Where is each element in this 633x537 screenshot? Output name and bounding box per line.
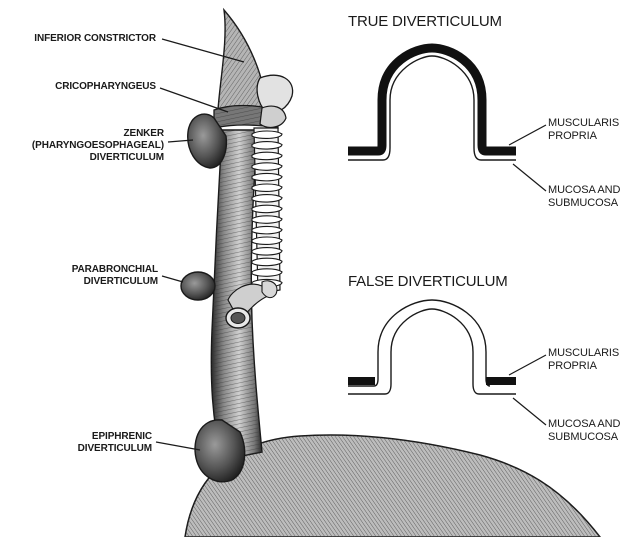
- false-muscularis-label: MUSCULARIS PROPRIA: [548, 347, 619, 373]
- true-diverticulum-title: TRUE DIVERTICULUM: [348, 13, 502, 31]
- true-mucosa-label: MUCOSA AND SUBMUCOSA: [548, 184, 620, 210]
- true-muscularis-label: MUSCULARIS PROPRIA: [548, 117, 619, 143]
- trachea-ring: [252, 226, 282, 233]
- trachea-ring: [252, 258, 282, 265]
- trachea-ring: [252, 173, 282, 180]
- label-epiphrenic-diverticulum: EPIPHRENIC DIVERTICULUM: [6, 431, 152, 455]
- false-diverticulum-title: FALSE DIVERTICULUM: [348, 273, 508, 291]
- label-zenker-diverticulum: ZENKER (PHARYNGOESOPHAGEAL) DIVERTICULUM: [6, 128, 164, 164]
- trachea-ring: [252, 248, 282, 255]
- true-diverticulum-diagram: [348, 48, 546, 191]
- laryngeal-cartilage: [257, 75, 293, 127]
- label-inferior-constrictor: INFERIOR CONSTRICTOR: [6, 33, 156, 45]
- trachea: [252, 128, 282, 294]
- leader-false-mucosa: [513, 398, 546, 425]
- leader-false-muscularis: [509, 355, 546, 375]
- leader-true-muscularis: [509, 125, 546, 145]
- leader-true-mucosa: [513, 164, 546, 191]
- true-mucosa-layer: [348, 56, 516, 160]
- trachea-ring: [252, 152, 282, 159]
- trachea-ring: [252, 142, 282, 149]
- true-muscularis-layer: [348, 48, 516, 151]
- trachea-ring: [252, 195, 282, 202]
- false-mucosa-inner: [348, 300, 490, 386]
- trachea-ring: [252, 205, 282, 212]
- false-diverticulum-diagram: [348, 300, 546, 425]
- label-parabronchial-diverticulum: PARABRONCHIAL DIVERTICULUM: [6, 264, 158, 288]
- trachea-ring: [252, 131, 282, 138]
- trachea-ring: [252, 216, 282, 223]
- trachea-ring: [252, 163, 282, 170]
- leader-cricopharyngeus: [160, 88, 228, 112]
- trachea-ring: [252, 237, 282, 244]
- leader-parabronchial: [162, 276, 183, 282]
- trachea-ring: [252, 269, 282, 276]
- label-cricopharyngeus: CRICOPHARYNGEUS: [6, 81, 156, 93]
- leader-epiphrenic: [156, 442, 200, 450]
- parabronchial-pouch: [181, 272, 215, 300]
- trachea-ring: [252, 184, 282, 191]
- false-mucosa-label: MUCOSA AND SUBMUCOSA: [548, 418, 620, 444]
